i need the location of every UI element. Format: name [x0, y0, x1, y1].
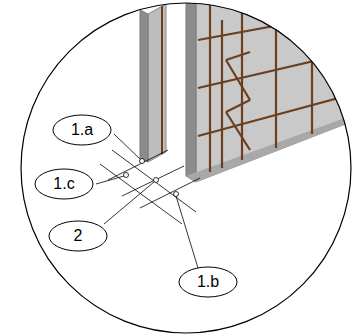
callout-number: 2 — [74, 228, 83, 244]
detail-circle — [21, 3, 351, 333]
guide-line — [100, 150, 200, 224]
wall-edge — [140, 10, 148, 162]
wall-edge — [186, 0, 196, 182]
callout-number: 1.c — [53, 176, 74, 192]
wall-panel — [196, 0, 361, 182]
callout-number: 1.a — [71, 122, 93, 138]
callout-bubble: 1.c — [34, 168, 94, 200]
callout-bubble: 2 — [48, 220, 108, 252]
rebar — [161, 6, 163, 154]
callout-number: 1.b — [197, 274, 219, 290]
callout-bubble: 1.a — [52, 114, 112, 146]
callout-bubble: 1.b — [178, 266, 238, 298]
leader-line — [96, 134, 198, 268]
leader-dot — [124, 159, 179, 197]
wall-bottom — [186, 112, 361, 182]
rebar-grid — [198, 0, 361, 172]
wall-panel — [148, 4, 166, 162]
